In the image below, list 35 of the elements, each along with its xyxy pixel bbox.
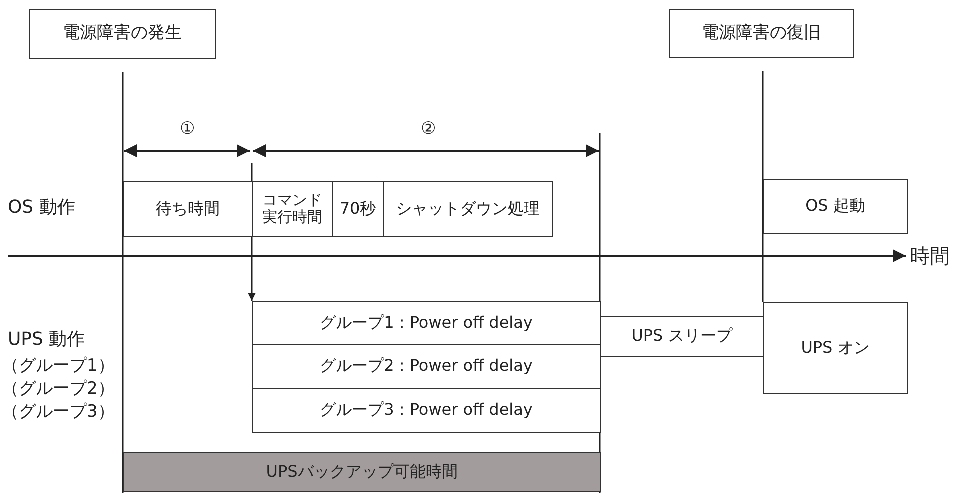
box-label: グループ1 : Power off delay (320, 314, 533, 332)
box-label: 電源障害の発生 (63, 24, 182, 44)
row-label: （グループ1） (2, 357, 115, 377)
box-label: OS 起動 (806, 197, 866, 216)
row-label: （グループ3） (2, 403, 115, 423)
box-label: グループ2 : Power off delay (320, 357, 533, 376)
os-step-box (383, 181, 553, 237)
row-label: （グループ2） (2, 380, 115, 400)
arrow (248, 237, 256, 301)
ups-step-box (763, 302, 908, 394)
event-box (29, 9, 216, 59)
box-label: 70秒 (340, 200, 376, 218)
row-label: OS 動作 (8, 198, 76, 219)
dimension-label: ① (180, 120, 196, 140)
os-step-box (332, 181, 384, 237)
box-label: グループ3 : Power off delay (320, 401, 533, 420)
row-label: UPS 動作 (8, 330, 86, 351)
ups-step-box (600, 316, 764, 357)
axis-label: 時間 (910, 245, 950, 268)
dimension-label: ② (421, 120, 436, 140)
box-label: シャットダウン処理 (396, 200, 540, 218)
os-step-box (763, 179, 908, 234)
box-label: 電源障害の復旧 (702, 24, 821, 44)
event-box (669, 9, 854, 58)
box-label: コマンド実行時間 (262, 192, 323, 226)
box-label: UPS スリープ (632, 327, 732, 346)
box-label: 待ち時間 (156, 200, 220, 218)
os-step-box (252, 181, 333, 237)
ups-step-box (252, 388, 601, 433)
ups-step-box (252, 301, 601, 345)
box-label: UPSバックアップ可能時間 (266, 462, 458, 482)
os-step-box (123, 181, 253, 237)
backup-time-bar (123, 452, 601, 492)
box-label: UPS オン (801, 338, 870, 358)
ups-step-box (252, 344, 601, 389)
